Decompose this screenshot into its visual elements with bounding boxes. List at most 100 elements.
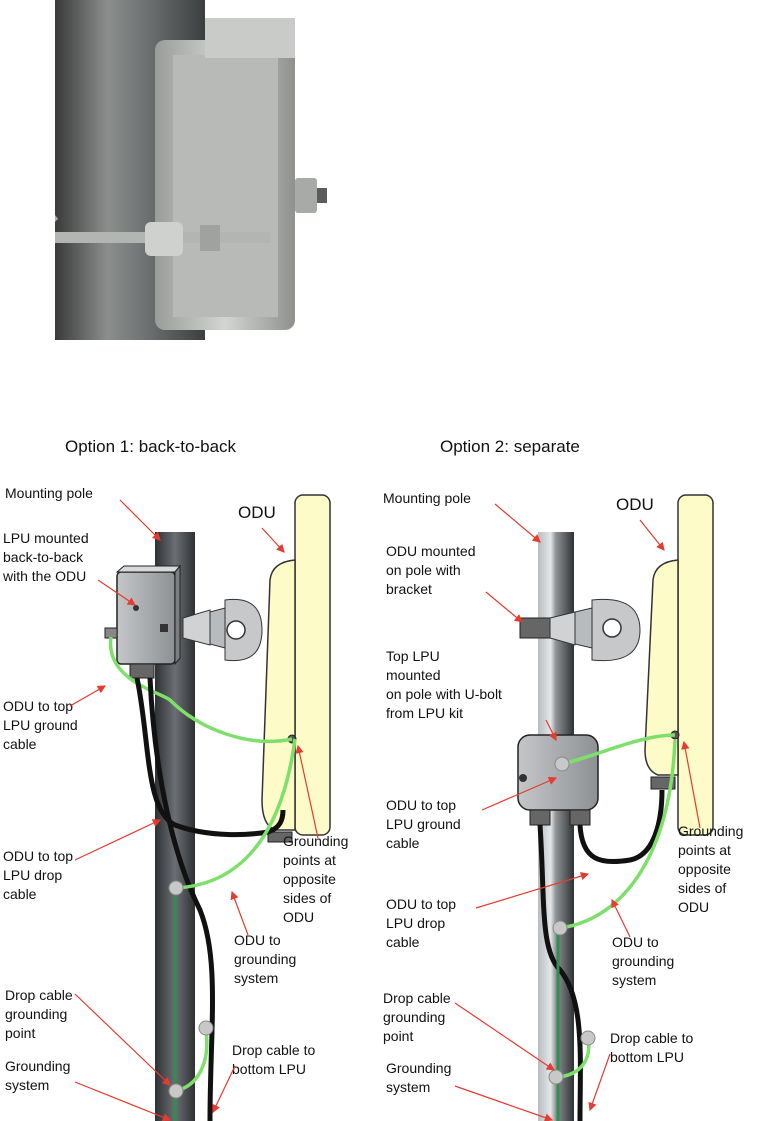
option1-ground-point-odu xyxy=(168,880,184,896)
svg-text:Grounding: Grounding xyxy=(678,823,743,839)
svg-text:on pole with U-bolt: on pole with U-bolt xyxy=(386,686,502,702)
option1-drop-ground-point xyxy=(198,1020,214,1036)
svg-text:back-to-back: back-to-back xyxy=(3,549,84,565)
option2-ground-cable xyxy=(561,733,676,766)
option2-label-drop-grounding-point: Drop cable grounding point xyxy=(383,990,451,1044)
svg-text:from LPU kit: from LPU kit xyxy=(386,705,463,721)
svg-text:ODU to top: ODU to top xyxy=(386,797,456,813)
svg-text:Grounding: Grounding xyxy=(386,1060,451,1076)
svg-text:opposite: opposite xyxy=(283,871,336,887)
option1-panel: Option 1: back-to-back ODU xyxy=(2,437,348,1121)
svg-text:ODU mounted: ODU mounted xyxy=(386,543,475,559)
svg-text:Grounding: Grounding xyxy=(5,1058,70,1074)
svg-text:sides of: sides of xyxy=(678,880,726,896)
option2-bracket xyxy=(519,598,641,662)
option1-label-grounding-system: Grounding system xyxy=(5,1058,70,1093)
option2-arrows xyxy=(454,503,701,1121)
option1-bracket xyxy=(182,598,263,662)
svg-text:cable: cable xyxy=(386,934,420,950)
svg-text:LPU ground: LPU ground xyxy=(3,717,78,733)
svg-text:ODU to top: ODU to top xyxy=(3,698,73,714)
svg-text:grounding: grounding xyxy=(612,953,674,969)
svg-text:grounding: grounding xyxy=(5,1006,67,1022)
option2-odu-grounding-cable xyxy=(559,739,677,930)
svg-text:Drop cable to: Drop cable to xyxy=(610,1030,693,1046)
svg-text:points at: points at xyxy=(283,852,336,868)
svg-text:opposite: opposite xyxy=(678,861,731,877)
option2-drop-cable xyxy=(577,789,665,865)
option2-label-drop-to-bottom: Drop cable to bottom LPU xyxy=(610,1030,693,1065)
svg-text:grounding: grounding xyxy=(383,1009,445,1025)
svg-text:point: point xyxy=(383,1028,413,1044)
option2-odu-label: ODU xyxy=(616,495,654,514)
svg-text:Top LPU: Top LPU xyxy=(386,648,440,664)
svg-text:cable: cable xyxy=(3,736,37,752)
svg-text:on pole with: on pole with xyxy=(386,562,461,578)
option1-label-lpu-mounted: LPU mounted back-to-back with the ODU xyxy=(2,530,89,584)
svg-text:LPU ground: LPU ground xyxy=(386,816,461,832)
option2-ground-point-odu xyxy=(552,920,568,936)
svg-text:LPU drop: LPU drop xyxy=(386,915,445,931)
svg-text:cable: cable xyxy=(386,835,420,851)
option1-label-ground-cable: ODU to top LPU ground cable xyxy=(3,698,78,752)
option2-label-odu-mounted: ODU mounted on pole with bracket xyxy=(386,543,475,597)
svg-text:system: system xyxy=(386,1079,430,1095)
option2-lpu xyxy=(517,734,599,826)
svg-text:Grounding: Grounding xyxy=(283,833,348,849)
svg-text:ODU to: ODU to xyxy=(234,932,281,948)
option1-odu-label: ODU xyxy=(238,503,276,522)
option1-label-grounding-points: Grounding points at opposite sides of OD… xyxy=(283,833,348,925)
svg-text:bottom LPU: bottom LPU xyxy=(232,1061,306,1077)
option1-label-to-grounding: ODU to grounding system xyxy=(234,932,296,986)
option1-lpu xyxy=(104,564,182,679)
svg-text:bracket: bracket xyxy=(386,581,432,597)
cabling-diagram: Option 1: back-to-back ODU xyxy=(2,437,743,1121)
option2-label-grounding-system: Grounding system xyxy=(386,1060,451,1095)
svg-text:sides of: sides of xyxy=(283,890,331,906)
svg-text:points at: points at xyxy=(678,842,731,858)
option2-title: Option 2: separate xyxy=(440,437,580,456)
svg-text:bottom LPU: bottom LPU xyxy=(610,1049,684,1065)
option2-label-grounding-points: Grounding points at opposite sides of OD… xyxy=(678,823,743,915)
svg-text:Drop cable: Drop cable xyxy=(5,987,73,1003)
option1-odu-grounding-cable xyxy=(175,738,297,890)
option1-title: Option 1: back-to-back xyxy=(65,437,237,456)
svg-text:system: system xyxy=(234,970,278,986)
option1-drop-cable-down xyxy=(147,677,215,1121)
svg-text:Drop cable to: Drop cable to xyxy=(232,1042,315,1058)
option1-label-drop-cable: ODU to top LPU drop cable xyxy=(3,848,73,902)
option1-odu xyxy=(261,494,331,843)
svg-text:system: system xyxy=(612,972,656,988)
svg-text:grounding: grounding xyxy=(234,951,296,967)
svg-text:cable: cable xyxy=(3,886,37,902)
svg-text:mounted: mounted xyxy=(386,667,440,683)
svg-text:LPU mounted: LPU mounted xyxy=(3,530,89,546)
option1-label-drop-to-bottom: Drop cable to bottom LPU xyxy=(232,1042,315,1077)
svg-text:Drop cable: Drop cable xyxy=(383,990,451,1006)
option1-ground-point-bottom xyxy=(168,1083,184,1099)
option2-label-mounting-pole: Mounting pole xyxy=(383,490,471,506)
option2-panel: Option 2: separate ODU xyxy=(383,437,743,1121)
svg-text:ODU to: ODU to xyxy=(612,934,659,950)
option2-label-to-grounding: ODU to grounding system xyxy=(612,934,674,988)
svg-text:point: point xyxy=(5,1025,35,1041)
svg-text:LPU drop: LPU drop xyxy=(3,867,62,883)
option2-ground-point-bottom xyxy=(548,1069,564,1085)
option2-label-ground-cable: ODU to top LPU ground cable xyxy=(386,797,461,851)
option2-drop-ground-point xyxy=(580,1030,596,1046)
svg-text:system: system xyxy=(5,1077,49,1093)
option2-label-top-lpu: Top LPU mounted on pole with U-bolt from… xyxy=(386,648,502,721)
option2-label-drop-cable: ODU to top LPU drop cable xyxy=(386,896,456,950)
photo-lpu-bracket xyxy=(55,0,330,340)
svg-text:with the ODU: with the ODU xyxy=(2,568,86,584)
option1-label-mounting-pole: Mounting pole xyxy=(5,485,93,501)
svg-text:ODU: ODU xyxy=(283,909,314,925)
option1-label-drop-grounding-point: Drop cable grounding point xyxy=(5,987,73,1041)
svg-text:ODU to top: ODU to top xyxy=(3,848,73,864)
option1-arrows xyxy=(69,499,319,1121)
option1-ground-cable xyxy=(109,636,293,744)
photo-ground-nut xyxy=(295,178,317,213)
svg-text:ODU to top: ODU to top xyxy=(386,896,456,912)
option2-ground-point-lpu xyxy=(554,756,570,772)
svg-text:ODU: ODU xyxy=(678,899,709,915)
